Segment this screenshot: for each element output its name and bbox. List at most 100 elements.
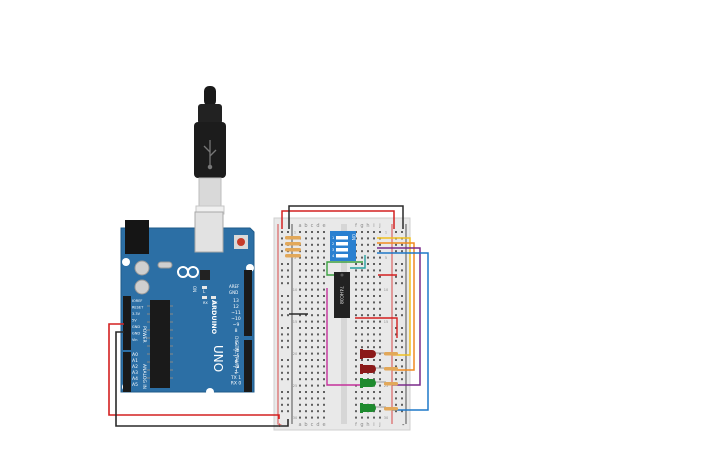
- breadboard-hole[interactable]: [317, 295, 319, 297]
- rail-hole[interactable]: [395, 263, 397, 265]
- breadboard-hole[interactable]: [361, 314, 363, 317]
- rail-hole[interactable]: [287, 371, 289, 374]
- breadboard-hole[interactable]: [305, 307, 307, 310]
- breadboard-hole[interactable]: [323, 314, 325, 317]
- breadboard-hole[interactable]: [367, 416, 369, 419]
- rail-hole[interactable]: [281, 243, 283, 246]
- breadboard-hole[interactable]: [323, 346, 325, 349]
- breadboard-hole[interactable]: [379, 263, 381, 265]
- breadboard-hole[interactable]: [317, 384, 319, 387]
- breadboard-hole[interactable]: [379, 416, 381, 419]
- breadboard-hole[interactable]: [311, 263, 313, 265]
- rail-hole[interactable]: [281, 282, 283, 285]
- breadboard-hole[interactable]: [305, 269, 307, 272]
- wire-yellow-signal[interactable]: [377, 237, 411, 356]
- breadboard-hole[interactable]: [305, 237, 307, 240]
- breadboard-hole[interactable]: [355, 339, 357, 342]
- breadboard-hole[interactable]: [379, 391, 381, 393]
- breadboard-hole[interactable]: [373, 250, 375, 253]
- arduino-uno-board[interactable]: ARDUINO UNO ON L TX RX DIGITAL (PWM~) PO…: [120, 211, 255, 396]
- breadboard-hole[interactable]: [299, 410, 301, 413]
- breadboard-hole[interactable]: [311, 243, 313, 246]
- rail-hole[interactable]: [281, 365, 283, 368]
- breadboard-hole[interactable]: [379, 365, 381, 368]
- breadboard-hole[interactable]: [311, 359, 313, 361]
- breadboard-hole[interactable]: [367, 263, 369, 265]
- breadboard-hole[interactable]: [305, 403, 307, 406]
- breadboard-hole[interactable]: [299, 391, 301, 393]
- rail-hole[interactable]: [287, 269, 289, 272]
- breadboard-hole[interactable]: [317, 416, 319, 419]
- breadboard-hole[interactable]: [361, 416, 363, 419]
- rail-hole[interactable]: [401, 410, 403, 413]
- breadboard-hole[interactable]: [305, 416, 307, 419]
- breadboard-hole[interactable]: [311, 391, 313, 393]
- rail-hole[interactable]: [395, 371, 397, 374]
- rail-hole[interactable]: [281, 237, 283, 240]
- breadboard-hole[interactable]: [317, 391, 319, 393]
- breadboard-hole[interactable]: [361, 295, 363, 297]
- breadboard-hole[interactable]: [299, 359, 301, 361]
- breadboard-hole[interactable]: [311, 371, 313, 374]
- breadboard-hole[interactable]: [311, 307, 313, 310]
- breadboard-hole[interactable]: [367, 275, 369, 278]
- rail-hole[interactable]: [287, 327, 289, 329]
- rail-hole[interactable]: [395, 282, 397, 285]
- rail-hole[interactable]: [395, 275, 397, 278]
- wire-orange-signal[interactable]: [377, 242, 415, 371]
- breadboard-hole[interactable]: [305, 410, 307, 413]
- breadboard-hole[interactable]: [323, 333, 325, 336]
- breadboard-hole[interactable]: [317, 301, 319, 304]
- breadboard-hole[interactable]: [299, 371, 301, 374]
- breadboard-hole[interactable]: [361, 346, 363, 349]
- breadboard-hole[interactable]: [355, 307, 357, 310]
- breadboard-hole[interactable]: [317, 275, 319, 278]
- rail-hole[interactable]: [395, 333, 397, 336]
- wire-top-red[interactable]: [281, 210, 395, 229]
- breadboard-hole[interactable]: [367, 327, 369, 329]
- breadboard-hole[interactable]: [373, 282, 375, 285]
- breadboard-hole[interactable]: [317, 307, 319, 310]
- breadboard-hole[interactable]: [299, 365, 301, 368]
- breadboard-hole[interactable]: [361, 275, 363, 278]
- breadboard-hole[interactable]: [367, 243, 369, 246]
- rail-hole[interactable]: [287, 339, 289, 342]
- breadboard-hole[interactable]: [361, 307, 363, 310]
- rail-hole[interactable]: [401, 314, 403, 317]
- breadboard-hole[interactable]: [323, 307, 325, 310]
- breadboard-hole[interactable]: [317, 263, 319, 265]
- rail-hole[interactable]: [395, 365, 397, 368]
- breadboard-hole[interactable]: [305, 263, 307, 265]
- breadboard-hole[interactable]: [373, 237, 375, 240]
- breadboard-hole[interactable]: [299, 403, 301, 406]
- breadboard-hole[interactable]: [317, 314, 319, 317]
- breadboard-hole[interactable]: [305, 320, 307, 323]
- breadboard-hole[interactable]: [323, 416, 325, 419]
- breadboard-hole[interactable]: [323, 397, 325, 400]
- rail-hole[interactable]: [401, 307, 403, 310]
- breadboard-hole[interactable]: [317, 231, 319, 233]
- rail-hole[interactable]: [287, 263, 289, 265]
- breadboard-hole[interactable]: [367, 288, 369, 291]
- breadboard-hole[interactable]: [305, 359, 307, 361]
- breadboard-hole[interactable]: [299, 314, 301, 317]
- breadboard-hole[interactable]: [355, 352, 357, 355]
- rail-hole[interactable]: [401, 333, 403, 336]
- breadboard-hole[interactable]: [323, 256, 325, 259]
- rail-hole[interactable]: [281, 269, 283, 272]
- led[interactable]: [360, 403, 386, 413]
- breadboard-hole[interactable]: [355, 359, 357, 361]
- breadboard-hole[interactable]: [367, 391, 369, 393]
- led-resistors[interactable]: [384, 352, 398, 411]
- rail-hole[interactable]: [395, 397, 397, 400]
- rail-hole[interactable]: [281, 403, 283, 406]
- rail-hole[interactable]: [401, 391, 403, 393]
- breadboard-hole[interactable]: [379, 327, 381, 329]
- breadboard-hole[interactable]: [379, 250, 381, 253]
- rail-hole[interactable]: [395, 301, 397, 304]
- breadboard-hole[interactable]: [367, 237, 369, 240]
- breadboard-hole[interactable]: [323, 269, 325, 272]
- breadboard-hole[interactable]: [355, 333, 357, 336]
- breadboard-hole[interactable]: [373, 275, 375, 278]
- rail-hole[interactable]: [395, 295, 397, 297]
